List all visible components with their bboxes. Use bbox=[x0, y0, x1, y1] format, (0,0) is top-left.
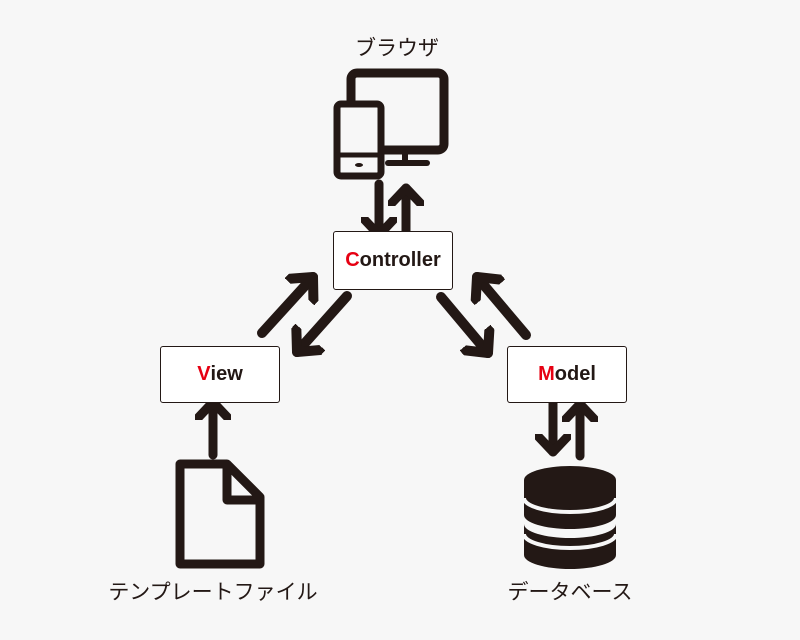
devices-icon bbox=[333, 68, 449, 180]
controller-rest: ontroller bbox=[359, 249, 441, 271]
model-rest: odel bbox=[554, 363, 596, 385]
database-icon bbox=[522, 466, 618, 569]
template-file-label: テンプレートファイル bbox=[108, 580, 318, 604]
arrow-view-to-controller bbox=[257, 272, 313, 338]
view-initial: V bbox=[197, 363, 211, 385]
browser-label: ブラウザ bbox=[355, 36, 439, 60]
arrow-controller-to-view bbox=[297, 291, 352, 357]
database-label: データベース bbox=[507, 580, 633, 604]
model-initial: M bbox=[538, 363, 555, 385]
arrow-model-to-controller bbox=[477, 272, 531, 340]
controller-initial: C bbox=[345, 249, 360, 271]
view-rest: iew bbox=[210, 363, 243, 385]
file-icon bbox=[175, 459, 265, 569]
arrow-controller-to-model bbox=[436, 292, 488, 358]
